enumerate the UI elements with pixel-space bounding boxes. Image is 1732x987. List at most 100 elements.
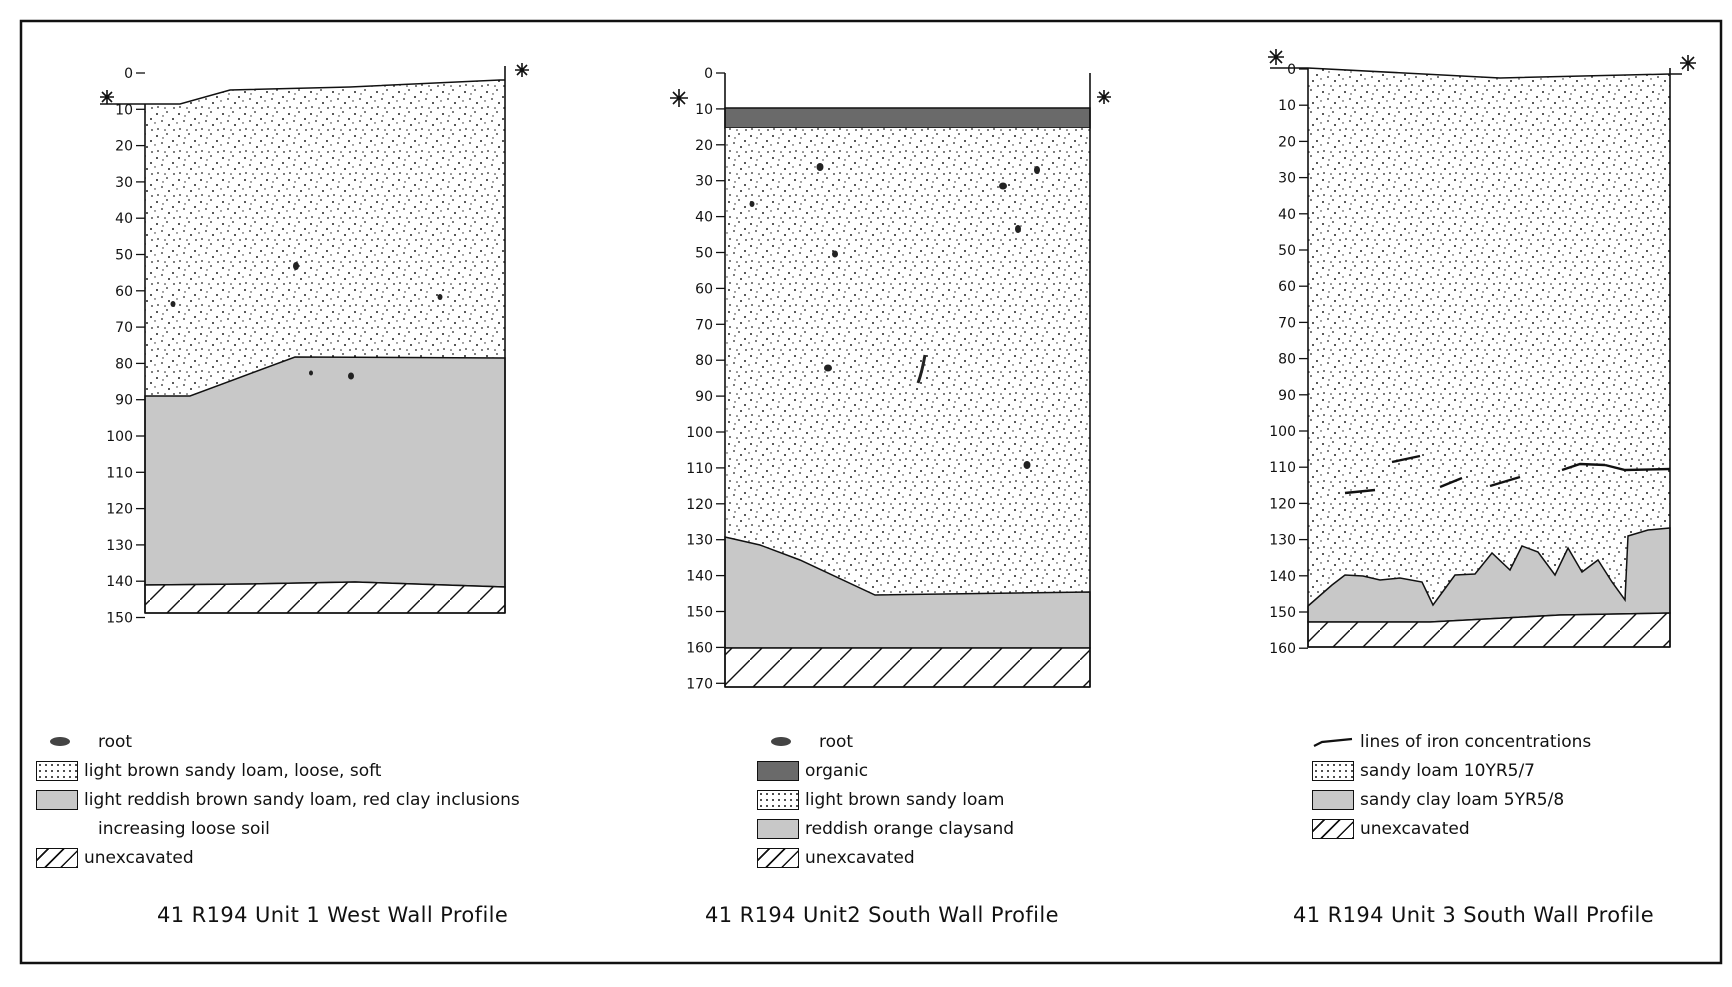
root-icon <box>832 250 838 258</box>
root-icon <box>1015 225 1021 233</box>
depth-tick-label: 10 <box>695 102 713 118</box>
clay-swatch <box>1312 789 1354 810</box>
depth-tick-label: 80 <box>1278 352 1296 368</box>
depth-tick-label: 50 <box>1278 243 1296 259</box>
surface-line-unit3 <box>1270 67 1682 79</box>
depth-tick-label: 170 <box>686 676 713 692</box>
legend-item-clay: reddish orange claysand <box>757 814 1014 843</box>
datum-star-icon <box>1680 55 1696 71</box>
datum-star-icon <box>515 63 529 77</box>
datum-star-icon <box>1268 49 1284 65</box>
depth-tick-label: 80 <box>115 356 133 372</box>
legend-item-clay: light reddish brown sandy loam, red clay… <box>36 785 520 814</box>
legend-label: sandy loam 10YR5/7 <box>1360 760 1535 781</box>
figure-frame <box>19 19 1723 965</box>
depth-tick-label: 130 <box>1269 533 1296 549</box>
legend-label: unexcavated <box>84 847 194 868</box>
legend-item-root: root <box>757 727 1014 756</box>
root-icon <box>771 737 791 746</box>
legend-label: light brown sandy loam, loose, soft <box>84 760 382 781</box>
legend-item-organic: organic <box>757 756 1014 785</box>
legend-label: unexcavated <box>1360 818 1470 839</box>
depth-tick-label: 110 <box>686 461 713 477</box>
organic-swatch <box>757 760 799 781</box>
depth-tick-label: 80 <box>695 353 713 369</box>
depth-tick-label: 10 <box>1278 98 1296 114</box>
legend-item-iron: lines of iron concentrations <box>1312 727 1591 756</box>
depth-tick-label: 60 <box>1278 279 1296 295</box>
depth-tick-label: 150 <box>1269 605 1296 621</box>
layer-loam-unit1 <box>145 80 505 396</box>
legend-item-loam: light brown sandy loam <box>757 785 1014 814</box>
root-icon <box>1023 461 1031 469</box>
depth-tick-label: 70 <box>1278 315 1296 331</box>
legend-item-root: root <box>36 727 520 756</box>
depth-tick-label: 150 <box>106 611 133 627</box>
profile-title-unit2: 41 R194 Unit2 South Wall Profile <box>705 903 1059 927</box>
legend-label: light reddish brown sandy loam, red clay… <box>84 789 520 810</box>
depth-tick-label: 40 <box>695 210 713 226</box>
depth-tick-label: 150 <box>686 605 713 621</box>
datum-star-icon <box>670 89 688 107</box>
legend-item-unexcavated: unexcavated <box>757 843 1014 872</box>
legend-label: organic <box>805 760 869 781</box>
loam-swatch <box>757 789 799 810</box>
legend-item-clay: sandy clay loam 5YR5/8 <box>1312 785 1591 814</box>
depth-tick-label: 20 <box>695 138 713 154</box>
unexcavated-swatch <box>1312 818 1354 839</box>
depth-tick-label: 70 <box>115 320 133 336</box>
depth-tick-label: 0 <box>704 66 713 82</box>
root-icon <box>309 370 313 376</box>
clay-swatch <box>36 789 78 810</box>
surface-line-unit1 <box>100 79 505 105</box>
legend-unit3: lines of iron concentrations sandy loam … <box>1312 727 1591 843</box>
depth-tick-label: 120 <box>1269 496 1296 512</box>
legend-label: increasing loose soil <box>98 818 270 839</box>
depth-tick-label: 20 <box>115 139 133 155</box>
legend-label: light brown sandy loam <box>805 789 1005 810</box>
legend-item-clay-cont: increasing loose soil <box>36 814 520 843</box>
legend-unit1: root light brown sandy loam, loose, soft… <box>36 727 520 872</box>
depth-tick-label: 120 <box>686 497 713 513</box>
root-icon <box>749 201 755 207</box>
root-icon <box>999 182 1007 190</box>
iron-line-icon <box>1313 737 1353 747</box>
depth-tick-label: 30 <box>115 175 133 191</box>
legend-item-loam: light brown sandy loam, loose, soft <box>36 756 520 785</box>
depth-tick-label: 110 <box>106 465 133 481</box>
depth-tick-label: 30 <box>1278 171 1296 187</box>
depth-tick-label: 40 <box>115 211 133 227</box>
depth-tick-label: 100 <box>1269 424 1296 440</box>
layer-unexcavated-unit2 <box>724 647 1091 688</box>
profile-unit2: 0102030405060708090100110120130140150160… <box>670 66 1111 692</box>
unexcavated-swatch <box>757 847 799 868</box>
legend-label: unexcavated <box>805 847 915 868</box>
root-icon <box>824 364 832 372</box>
legend-item-loam: sandy loam 10YR5/7 <box>1312 756 1591 785</box>
depth-tick-label: 60 <box>695 281 713 297</box>
legend-item-unexcavated: unexcavated <box>1312 814 1591 843</box>
profile-title-unit1: 41 R194 Unit 1 West Wall Profile <box>157 903 509 927</box>
depth-tick-label: 40 <box>1278 207 1296 223</box>
depth-tick-label: 110 <box>1269 460 1296 476</box>
legend-label: root <box>819 731 854 752</box>
depth-scale-unit2: 0102030405060708090100110120130140150160… <box>686 66 725 692</box>
layer-loam-unit3 <box>1308 68 1670 606</box>
root-icon <box>348 372 354 380</box>
depth-tick-label: 100 <box>686 425 713 441</box>
depth-tick-label: 90 <box>695 389 713 405</box>
clay-swatch <box>757 818 799 839</box>
depth-tick-label: 50 <box>115 248 133 264</box>
layer-organic-unit2 <box>724 107 1091 129</box>
legend-item-unexcavated: unexcavated <box>36 843 520 872</box>
unexcavated-swatch <box>36 847 78 868</box>
root-icon <box>293 262 299 270</box>
depth-tick-label: 30 <box>695 174 713 190</box>
root-icon <box>1034 166 1040 174</box>
datum-star-icon <box>1097 90 1111 104</box>
depth-tick-label: 120 <box>106 502 133 518</box>
